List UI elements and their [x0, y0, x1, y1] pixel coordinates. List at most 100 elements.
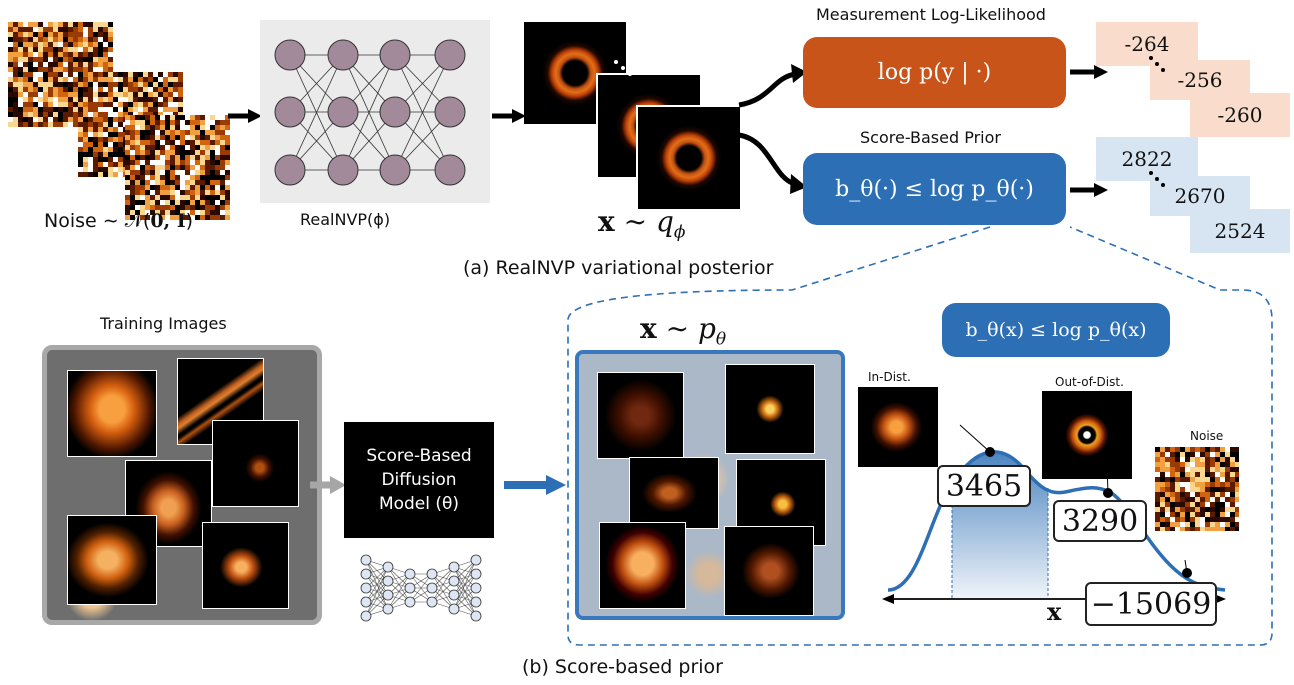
in-dist-label: In-Dist.	[868, 370, 911, 384]
noise-image-stack	[8, 22, 238, 220]
x-axis-left-arrow	[882, 594, 894, 604]
network-node	[379, 96, 411, 128]
arrow-noise-to-realnvp	[228, 109, 262, 123]
prior-sample-3	[629, 457, 719, 529]
network-node	[434, 154, 466, 186]
prior-sample-1	[597, 372, 684, 459]
noise-thumb-label: Noise	[1190, 429, 1224, 443]
out-dist-label: Out-of-Dist.	[1055, 375, 1124, 389]
value-dots-2	[1149, 171, 1165, 187]
training-image-5	[67, 515, 157, 605]
branch-arrows	[738, 64, 807, 194]
prior-value-3: 2524	[1190, 209, 1290, 253]
prior-sample-6	[724, 526, 814, 616]
prior-samples-panel	[575, 350, 845, 620]
unet-node	[470, 610, 482, 622]
network-node	[327, 96, 359, 128]
value-dots-1	[1149, 56, 1165, 72]
unet-node	[470, 568, 482, 580]
unet-node	[404, 596, 416, 608]
training-images-panel	[42, 345, 322, 625]
network-node	[327, 154, 359, 186]
network-node	[434, 96, 466, 128]
unet-node	[426, 596, 438, 608]
training-image-6	[202, 522, 289, 609]
training-title: Training Images	[100, 314, 227, 333]
out-dist-value-box: 3290	[1053, 500, 1147, 542]
unet-node	[382, 561, 394, 573]
unet-node	[404, 582, 416, 594]
posterior-sample-3	[636, 105, 742, 211]
in-dist-point	[985, 447, 995, 457]
unet-diagram	[360, 554, 482, 622]
model-label-line-2: Diffusion	[381, 470, 457, 490]
unet-node	[448, 603, 460, 615]
network-node	[434, 39, 466, 71]
measurement-title: Measurement Log-Likelihood	[816, 5, 1046, 24]
arrow-prior-to-values	[1070, 183, 1108, 197]
unet-node	[360, 596, 372, 608]
measurement-expr: log p(y | ·)	[877, 60, 992, 85]
prior-sample-2	[725, 364, 815, 454]
arrow-measurement-to-values	[1070, 65, 1108, 79]
training-image-1	[67, 370, 157, 457]
x-axis-right-arrow	[1214, 594, 1226, 604]
network-node	[379, 154, 411, 186]
noise-point	[1182, 568, 1192, 578]
prior-title: Score-Based Prior	[860, 128, 1001, 147]
caption-b: (b) Score-based prior	[522, 656, 723, 678]
unet-node	[470, 554, 482, 566]
network-node	[274, 154, 306, 186]
posterior-sample-label: x ∼ qϕ	[598, 205, 686, 243]
prior-sample-5	[599, 522, 686, 609]
unet-node	[426, 582, 438, 594]
network-node	[379, 39, 411, 71]
arrow-model-to-samples	[504, 475, 566, 495]
noise-label: Noise ∼ 𝒩(0, I)	[44, 210, 194, 232]
measurement-value-3: -260	[1190, 93, 1290, 137]
stack-dots	[614, 60, 632, 76]
unet-node	[360, 610, 372, 622]
unet-node	[382, 589, 394, 601]
unet-node	[470, 596, 482, 608]
network-node	[274, 96, 306, 128]
measurement-likelihood-box: log p(y | ·)	[803, 37, 1066, 108]
out-dist-point	[1103, 488, 1113, 498]
noise-value-box: −15069	[1085, 582, 1217, 626]
bound-expr: b_θ(x) ≤ log p_θ(x)	[965, 319, 1147, 341]
network-node	[274, 39, 306, 71]
prior-expr: b_θ(·) ≤ log p_θ(·)	[835, 176, 1034, 202]
prior-value-1: 2822	[1096, 137, 1198, 181]
realnvp-label: RealNVP(ϕ)	[300, 210, 391, 229]
noise-image-3	[125, 115, 230, 220]
bound-expr-box: b_θ(x) ≤ log p_θ(x)	[942, 303, 1170, 357]
training-image-3	[212, 420, 299, 507]
dashed-callout	[567, 226, 1273, 646]
measurement-value-1: -264	[1096, 22, 1198, 66]
out-dist-thumbnail	[1042, 391, 1132, 479]
unet-node	[404, 568, 416, 580]
diffusion-model-box: Score-Based Diffusion Model (θ)	[344, 422, 494, 538]
unet-node	[360, 554, 372, 566]
unet-node	[448, 575, 460, 587]
realnvp-network-box	[260, 20, 490, 203]
arrow-training-to-model	[310, 476, 346, 494]
prior-sample-label: x ∼ pθ	[640, 312, 727, 350]
arrow-realnvp-to-samples	[492, 109, 526, 123]
score-prior-box: b_θ(·) ≤ log p_θ(·)	[803, 153, 1066, 225]
unet-node	[382, 575, 394, 587]
model-label-line-1: Score-Based	[366, 446, 472, 466]
unet-node	[448, 561, 460, 573]
axis-x-label: x	[1047, 597, 1062, 626]
unet-node	[470, 582, 482, 594]
network-node	[327, 39, 359, 71]
unet-node	[426, 568, 438, 580]
unet-node	[382, 603, 394, 615]
unet-node	[448, 589, 460, 601]
unet-node	[360, 568, 372, 580]
realnvp-network-diagram	[274, 39, 466, 186]
unet-node	[360, 582, 372, 594]
model-label-line-3: Model (θ)	[378, 494, 460, 514]
in-dist-thumbnail	[858, 387, 938, 467]
caption-a: (a) RealNVP variational posterior	[463, 257, 774, 279]
